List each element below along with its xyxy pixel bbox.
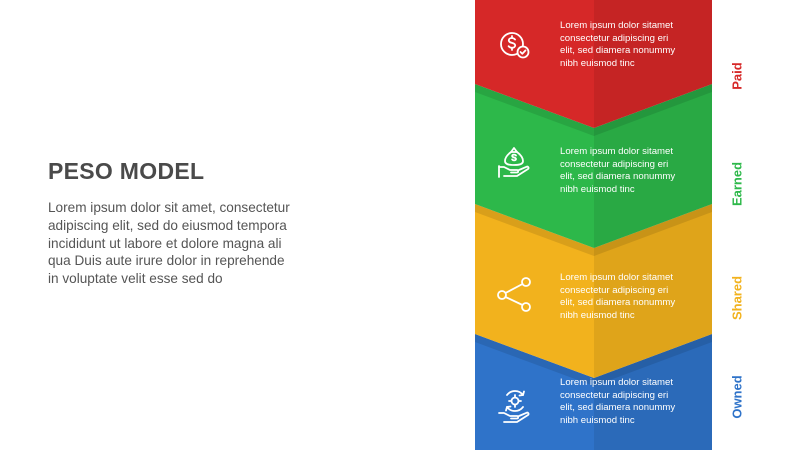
side-label-earned-text: Earned [729,161,745,207]
earned-text-line: consectetur adipiscing eri [560,158,669,170]
money-bag-hand-icon [493,140,537,184]
paid-text-line: nibh euismod tinc [560,57,635,69]
share-nodes-icon [493,272,537,316]
page-title: PESO MODEL [48,158,205,184]
earned-text: Lorem ipsum dolor sitamet consectetur ad… [560,146,710,196]
shared-text: Lorem ipsum dolor sitamet consectetur ad… [560,272,710,322]
owned-text-line: consectetur adipiscing eri [560,389,669,401]
dollar-coin-check-icon [493,23,537,67]
side-label-paid-text: Paid [729,62,745,90]
paid-block [475,0,712,128]
earned-block-shade [594,84,712,248]
paid-block-shade [594,0,712,128]
description-line: in voluptate velit esse sed do [48,271,223,287]
earned-text-line: elit, sed diamera nonummy [560,171,676,183]
owned-block-shade [594,334,712,450]
paid-text-line: elit, sed diamera nonummy [560,45,676,57]
side-label-owned-text: Owned [729,375,745,419]
description-line: adipiscing elit, sed do eiusmod tempora [48,217,287,233]
paid-text: Lorem ipsum dolor sitamet consectetur ad… [560,20,710,70]
owned-text-line: nibh euismod tinc [560,414,635,426]
description-line: qua Duis aute irure dolor in reprehende [48,253,285,269]
earned-block [475,84,712,248]
description-line: incididunt ut labore et dolore magna ali [48,235,282,251]
paid-text-line: consectetur adipiscing eri [560,32,669,44]
shared-text-line: elit, sed diamera nonummy [560,297,676,309]
shared-text-line: nibh euismod tinc [560,309,635,321]
description-text: Lorem ipsum dolor sit amet, consectetur … [48,199,348,288]
earned-text-line: nibh euismod tinc [560,183,635,195]
owned-text-line: elit, sed diamera nonummy [560,402,676,414]
shared-text-line: consectetur adipiscing eri [560,284,669,296]
shared-block [475,204,712,378]
shared-block-shade [594,204,712,378]
owned-text-line: Lorem ipsum dolor sitamet [560,377,674,388]
shared-text-line: Lorem ipsum dolor sitamet [560,272,674,283]
side-label-shared-text: Shared [729,275,745,321]
description-line: Lorem ipsum dolor sit amet, consectetur [48,200,290,215]
gear-cycle-hand-icon [493,383,537,427]
paid-text-line: Lorem ipsum dolor sitamet [560,20,674,31]
owned-text: Lorem ipsum dolor sitamet consectetur ad… [560,377,710,427]
owned-block [475,334,712,450]
earned-text-line: Lorem ipsum dolor sitamet [560,146,674,157]
